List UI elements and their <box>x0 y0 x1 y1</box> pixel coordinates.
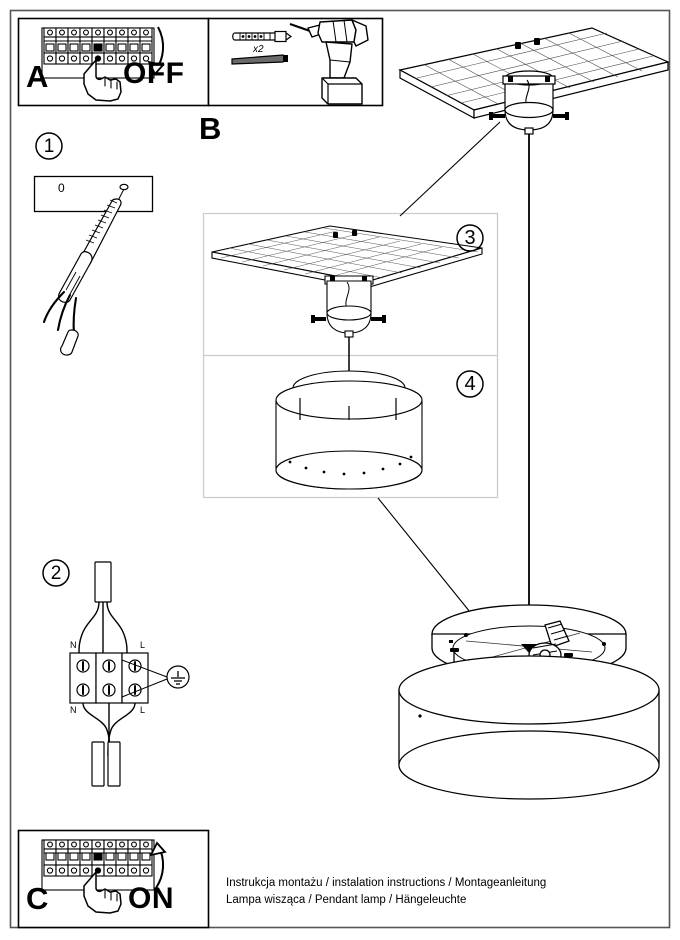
step-2-terminal-block-icon <box>69 561 190 787</box>
panel-c-fuse-box-icon <box>41 839 155 891</box>
step-4-number: 4 <box>464 373 476 395</box>
panel-a-letter: A <box>26 59 49 94</box>
step-2-number: 2 <box>50 563 62 584</box>
panel-b-screw-icon <box>231 54 288 65</box>
step-1-hole <box>119 183 129 191</box>
terminal-label-n-bottom: N <box>70 705 77 715</box>
panel-c-hand-icon <box>83 871 122 914</box>
step-2-badge <box>42 559 70 587</box>
caption-line-2: Lampa wisząca / Pendant lamp / Hängeleuc… <box>226 894 467 906</box>
main-lamp-assembly <box>398 604 660 800</box>
step-1-number: 1 <box>43 136 55 157</box>
caption-line-1: Instrukcja montażu / instalation instruc… <box>226 877 547 889</box>
step-1-wall-plug-insert-icon <box>42 188 125 356</box>
panel-a-off-label: OFF <box>123 57 185 90</box>
step-3-number: 3 <box>464 227 476 249</box>
panel-c-letter: C <box>26 881 49 916</box>
panel-a-hand-icon <box>83 59 122 102</box>
step-3-illustration <box>211 225 483 382</box>
step-1-dimension-label: 0 <box>58 181 65 195</box>
panel-b-power-drill-icon <box>289 19 369 105</box>
terminal-label-n-top: N <box>70 640 77 650</box>
panel-a-off-arrow-icon <box>147 26 165 76</box>
step-1-badge <box>35 132 63 160</box>
terminal-label-l-bottom: L <box>140 705 146 715</box>
panel-b-letter: B <box>199 111 222 146</box>
panel-b-quantity-label: x2 <box>253 44 264 55</box>
step-3-badge <box>456 224 484 252</box>
panel-b-wall-plug-icon <box>232 30 293 43</box>
page-border <box>9 9 671 929</box>
panel-a-fuse-box-icon <box>41 27 155 79</box>
panel-c-on-arrow-icon <box>149 841 167 889</box>
leader-line-step4 <box>377 497 471 613</box>
step-1-ceiling-slab <box>33 175 154 213</box>
panel-c-on-label: ON <box>128 882 174 915</box>
main-canopy-mount <box>489 70 569 135</box>
step-4-badge <box>456 370 484 398</box>
step-4-illustration <box>275 370 423 490</box>
leader-line-step3 <box>399 121 501 217</box>
terminal-label-l-top: L <box>140 640 146 650</box>
